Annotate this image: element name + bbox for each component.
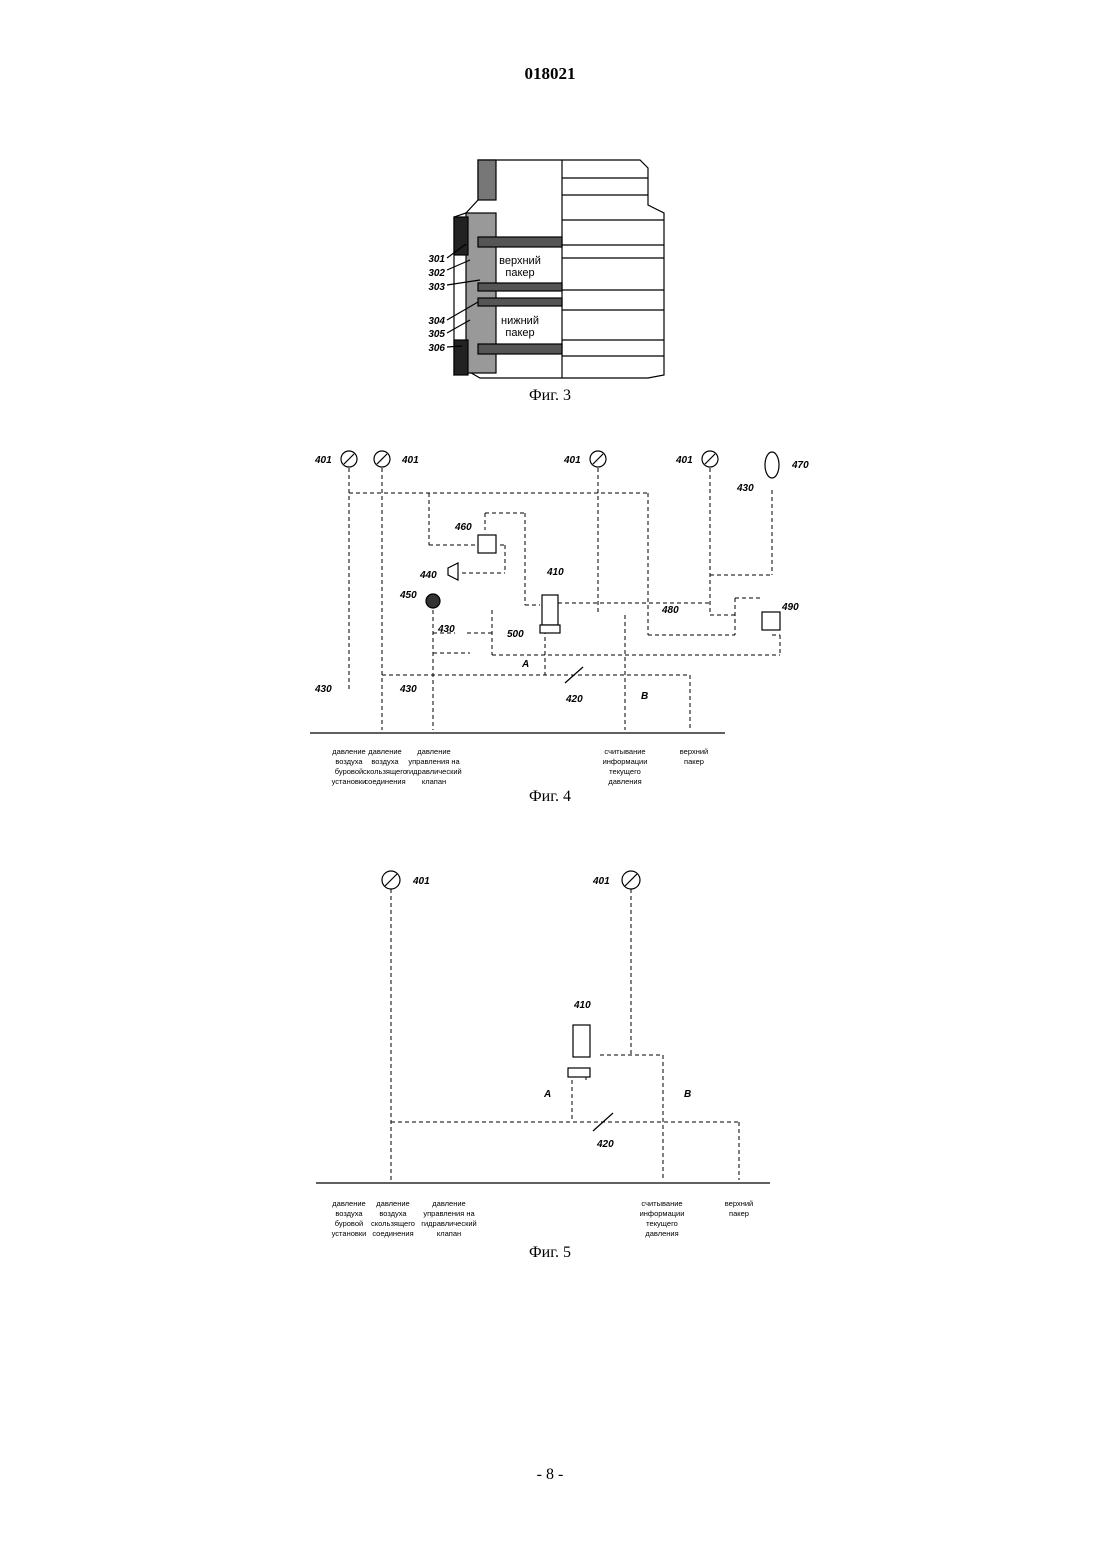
ref-401-c: 401 — [563, 455, 581, 466]
label-reading-2: информации — [640, 1209, 685, 1218]
label-control-1: давление — [432, 1199, 465, 1208]
ref-401-b: 401 — [592, 876, 610, 887]
figure-3-drawing: верхний пакер нижний пакер 301 302 303 3… — [0, 150, 1100, 385]
ref-305: 305 — [428, 329, 445, 340]
lower-packer-label-2: пакер — [505, 327, 534, 339]
ref-430-d: 430 — [399, 684, 417, 695]
label-reading-2: информации — [603, 757, 648, 766]
figure-5-diagram: 401 401 410 A B 420 давление воздуха бур… — [0, 860, 1100, 1250]
label-control-4: клапан — [437, 1229, 461, 1238]
port-a: A — [521, 659, 529, 670]
label-slip-air-1: давление — [368, 747, 401, 756]
page-number: - 8 - — [0, 1466, 1100, 1484]
ref-410: 410 — [573, 1000, 591, 1011]
ref-420: 420 — [596, 1139, 614, 1150]
label-rig-air-1: давление — [332, 1199, 365, 1208]
ref-420: 420 — [565, 694, 583, 705]
ref-480: 480 — [661, 605, 679, 616]
label-control-2: управления на — [423, 1209, 475, 1218]
ref-401-a: 401 — [412, 876, 430, 887]
label-reading-4: давления — [645, 1229, 678, 1238]
figure-5-caption: Фиг. 5 — [0, 1244, 1100, 1262]
label-control-1: давление — [417, 747, 450, 756]
label-upper-packer-1: верхний — [680, 747, 708, 756]
ref-490: 490 — [781, 602, 799, 613]
label-slip-air-4: соединения — [372, 1229, 413, 1238]
label-reading-3: текущего — [646, 1219, 678, 1228]
figure-4-diagram: 401 401 401 401 470 430 460 440 410 450 … — [0, 440, 1100, 790]
upper-packer-label-1: верхний — [499, 255, 541, 267]
upper-packer-label-2: пакер — [505, 267, 534, 279]
figure-4-caption: Фиг. 4 — [0, 788, 1100, 806]
label-upper-packer-1: верхний — [725, 1199, 753, 1208]
port-a: A — [543, 1089, 551, 1100]
label-rig-air-1: давление — [332, 747, 365, 756]
label-reading-1: считывание — [604, 747, 645, 756]
ref-440: 440 — [419, 570, 437, 581]
ref-401-a: 401 — [314, 455, 332, 466]
label-rig-air-3: буровой — [335, 1219, 363, 1228]
label-rig-air-4: установки — [332, 1229, 367, 1238]
label-upper-packer-2: пакер — [729, 1209, 749, 1218]
ref-430-a: 430 — [736, 483, 754, 494]
label-rig-air-2: воздуха — [335, 1209, 363, 1218]
label-slip-air-3: скользящего — [363, 767, 407, 776]
ref-430-c: 430 — [314, 684, 332, 695]
ref-470: 470 — [791, 460, 809, 471]
port-b: B — [641, 691, 648, 702]
document-number: 018021 — [0, 64, 1100, 84]
label-control-4: клапан — [422, 777, 446, 786]
ref-306: 306 — [428, 343, 445, 354]
ref-460: 460 — [454, 522, 472, 533]
label-upper-packer-2: пакер — [684, 757, 704, 766]
ref-450: 450 — [399, 590, 417, 601]
figure-3-caption: Фиг. 3 — [0, 387, 1100, 405]
label-slip-air-1: давление — [376, 1199, 409, 1208]
label-slip-air-2: воздуха — [379, 1209, 407, 1218]
label-control-3: гидравлический — [421, 1219, 477, 1228]
ref-401-d: 401 — [675, 455, 693, 466]
ref-304: 304 — [428, 316, 445, 327]
port-b: B — [684, 1089, 691, 1100]
label-control-2: управления на — [408, 757, 460, 766]
ref-401-b: 401 — [401, 455, 419, 466]
label-control-3: гидравлический — [406, 767, 462, 776]
ref-301: 301 — [428, 254, 445, 265]
ref-430-b: 430 — [437, 624, 455, 635]
label-reading-4: давления — [608, 777, 641, 786]
ref-410: 410 — [546, 567, 564, 578]
lower-packer-label-1: нижний — [501, 315, 539, 327]
label-slip-air-3: скользящего — [371, 1219, 415, 1228]
label-reading-3: текущего — [609, 767, 641, 776]
label-reading-1: считывание — [641, 1199, 682, 1208]
label-slip-air-2: воздуха — [371, 757, 399, 766]
label-rig-air-2: воздуха — [335, 757, 363, 766]
ref-303: 303 — [428, 282, 445, 293]
label-rig-air-4: установки — [332, 777, 367, 786]
ref-500: 500 — [507, 629, 524, 640]
label-rig-air-3: буровой — [335, 767, 363, 776]
label-slip-air-4: соединения — [364, 777, 405, 786]
ref-302: 302 — [428, 268, 445, 279]
